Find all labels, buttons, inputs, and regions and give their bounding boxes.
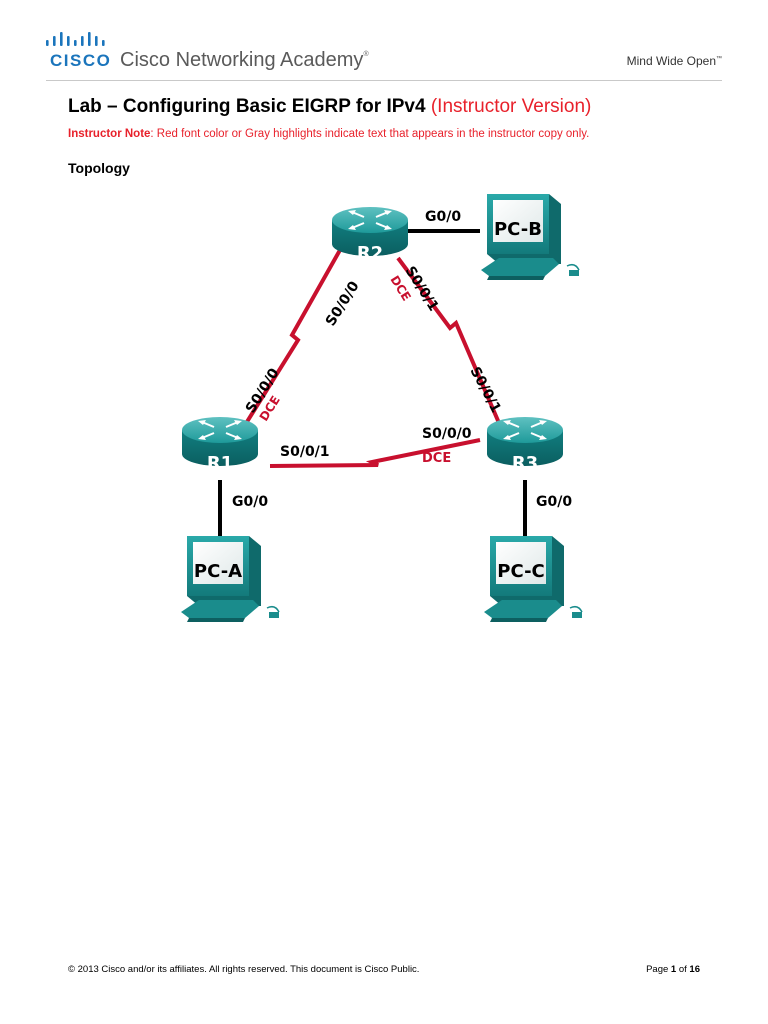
serial-link-r2-r3 xyxy=(396,256,504,431)
r2-s000-label: S0/0/0 xyxy=(323,278,363,329)
header-divider xyxy=(46,80,722,81)
router-r3-label: R3 xyxy=(512,453,538,474)
router-r2-label: R2 xyxy=(357,243,383,264)
router-r2: R2 xyxy=(331,206,409,264)
router-r3: R3 xyxy=(486,416,564,474)
r3-s001-label: S0/0/1 xyxy=(466,364,503,415)
tagline: Mind Wide Open™ xyxy=(626,54,722,68)
cisco-logo-bars-icon xyxy=(46,32,105,46)
academy-name: Cisco Networking Academy® xyxy=(120,49,369,71)
footer-copyright: © 2013 Cisco and/or its affiliates. All … xyxy=(68,964,420,975)
router-r1-label: R1 xyxy=(207,453,233,474)
pc-c-label: PC-C xyxy=(497,561,545,582)
document-title: Lab – Configuring Basic EIGRP for IPv4 (… xyxy=(68,96,592,117)
cisco-logo-text: CISCO xyxy=(50,51,112,70)
instructor-version-label: (Instructor Version) xyxy=(430,96,592,117)
pc-a-label: PC-A xyxy=(194,561,242,582)
topology-heading: Topology xyxy=(68,160,130,176)
router-r1: R1 xyxy=(181,416,259,474)
page-header: CISCO Cisco Networking Academy® Mind Wid… xyxy=(0,0,768,81)
pc-c: PC-C xyxy=(483,535,583,623)
r3-g00-label: G0/0 xyxy=(536,494,572,510)
footer-page-number: Page 1 of 16 xyxy=(646,964,700,975)
instructor-note: Instructor Note: Red font color or Gray … xyxy=(68,128,590,140)
pc-a: PC-A xyxy=(180,535,280,623)
r3-s000-label: S0/0/0 xyxy=(422,426,472,442)
pc-b-label: PC-B xyxy=(494,219,542,240)
r2-g00-label: G0/0 xyxy=(425,209,461,225)
r1-g00-label: G0/0 xyxy=(232,494,268,510)
pc-b: PC-B xyxy=(480,193,580,281)
serial-link-r1-r2 xyxy=(243,249,342,427)
network-topology-diagram: R2 R1 R3 PC-B PC-A PC-C G0/0 S0/0/0 S0/0… xyxy=(180,193,583,623)
r3-dce-label: DCE xyxy=(422,451,451,466)
r1-s001-label: S0/0/1 xyxy=(280,444,330,460)
serial-link-r1-r3 xyxy=(269,438,481,468)
